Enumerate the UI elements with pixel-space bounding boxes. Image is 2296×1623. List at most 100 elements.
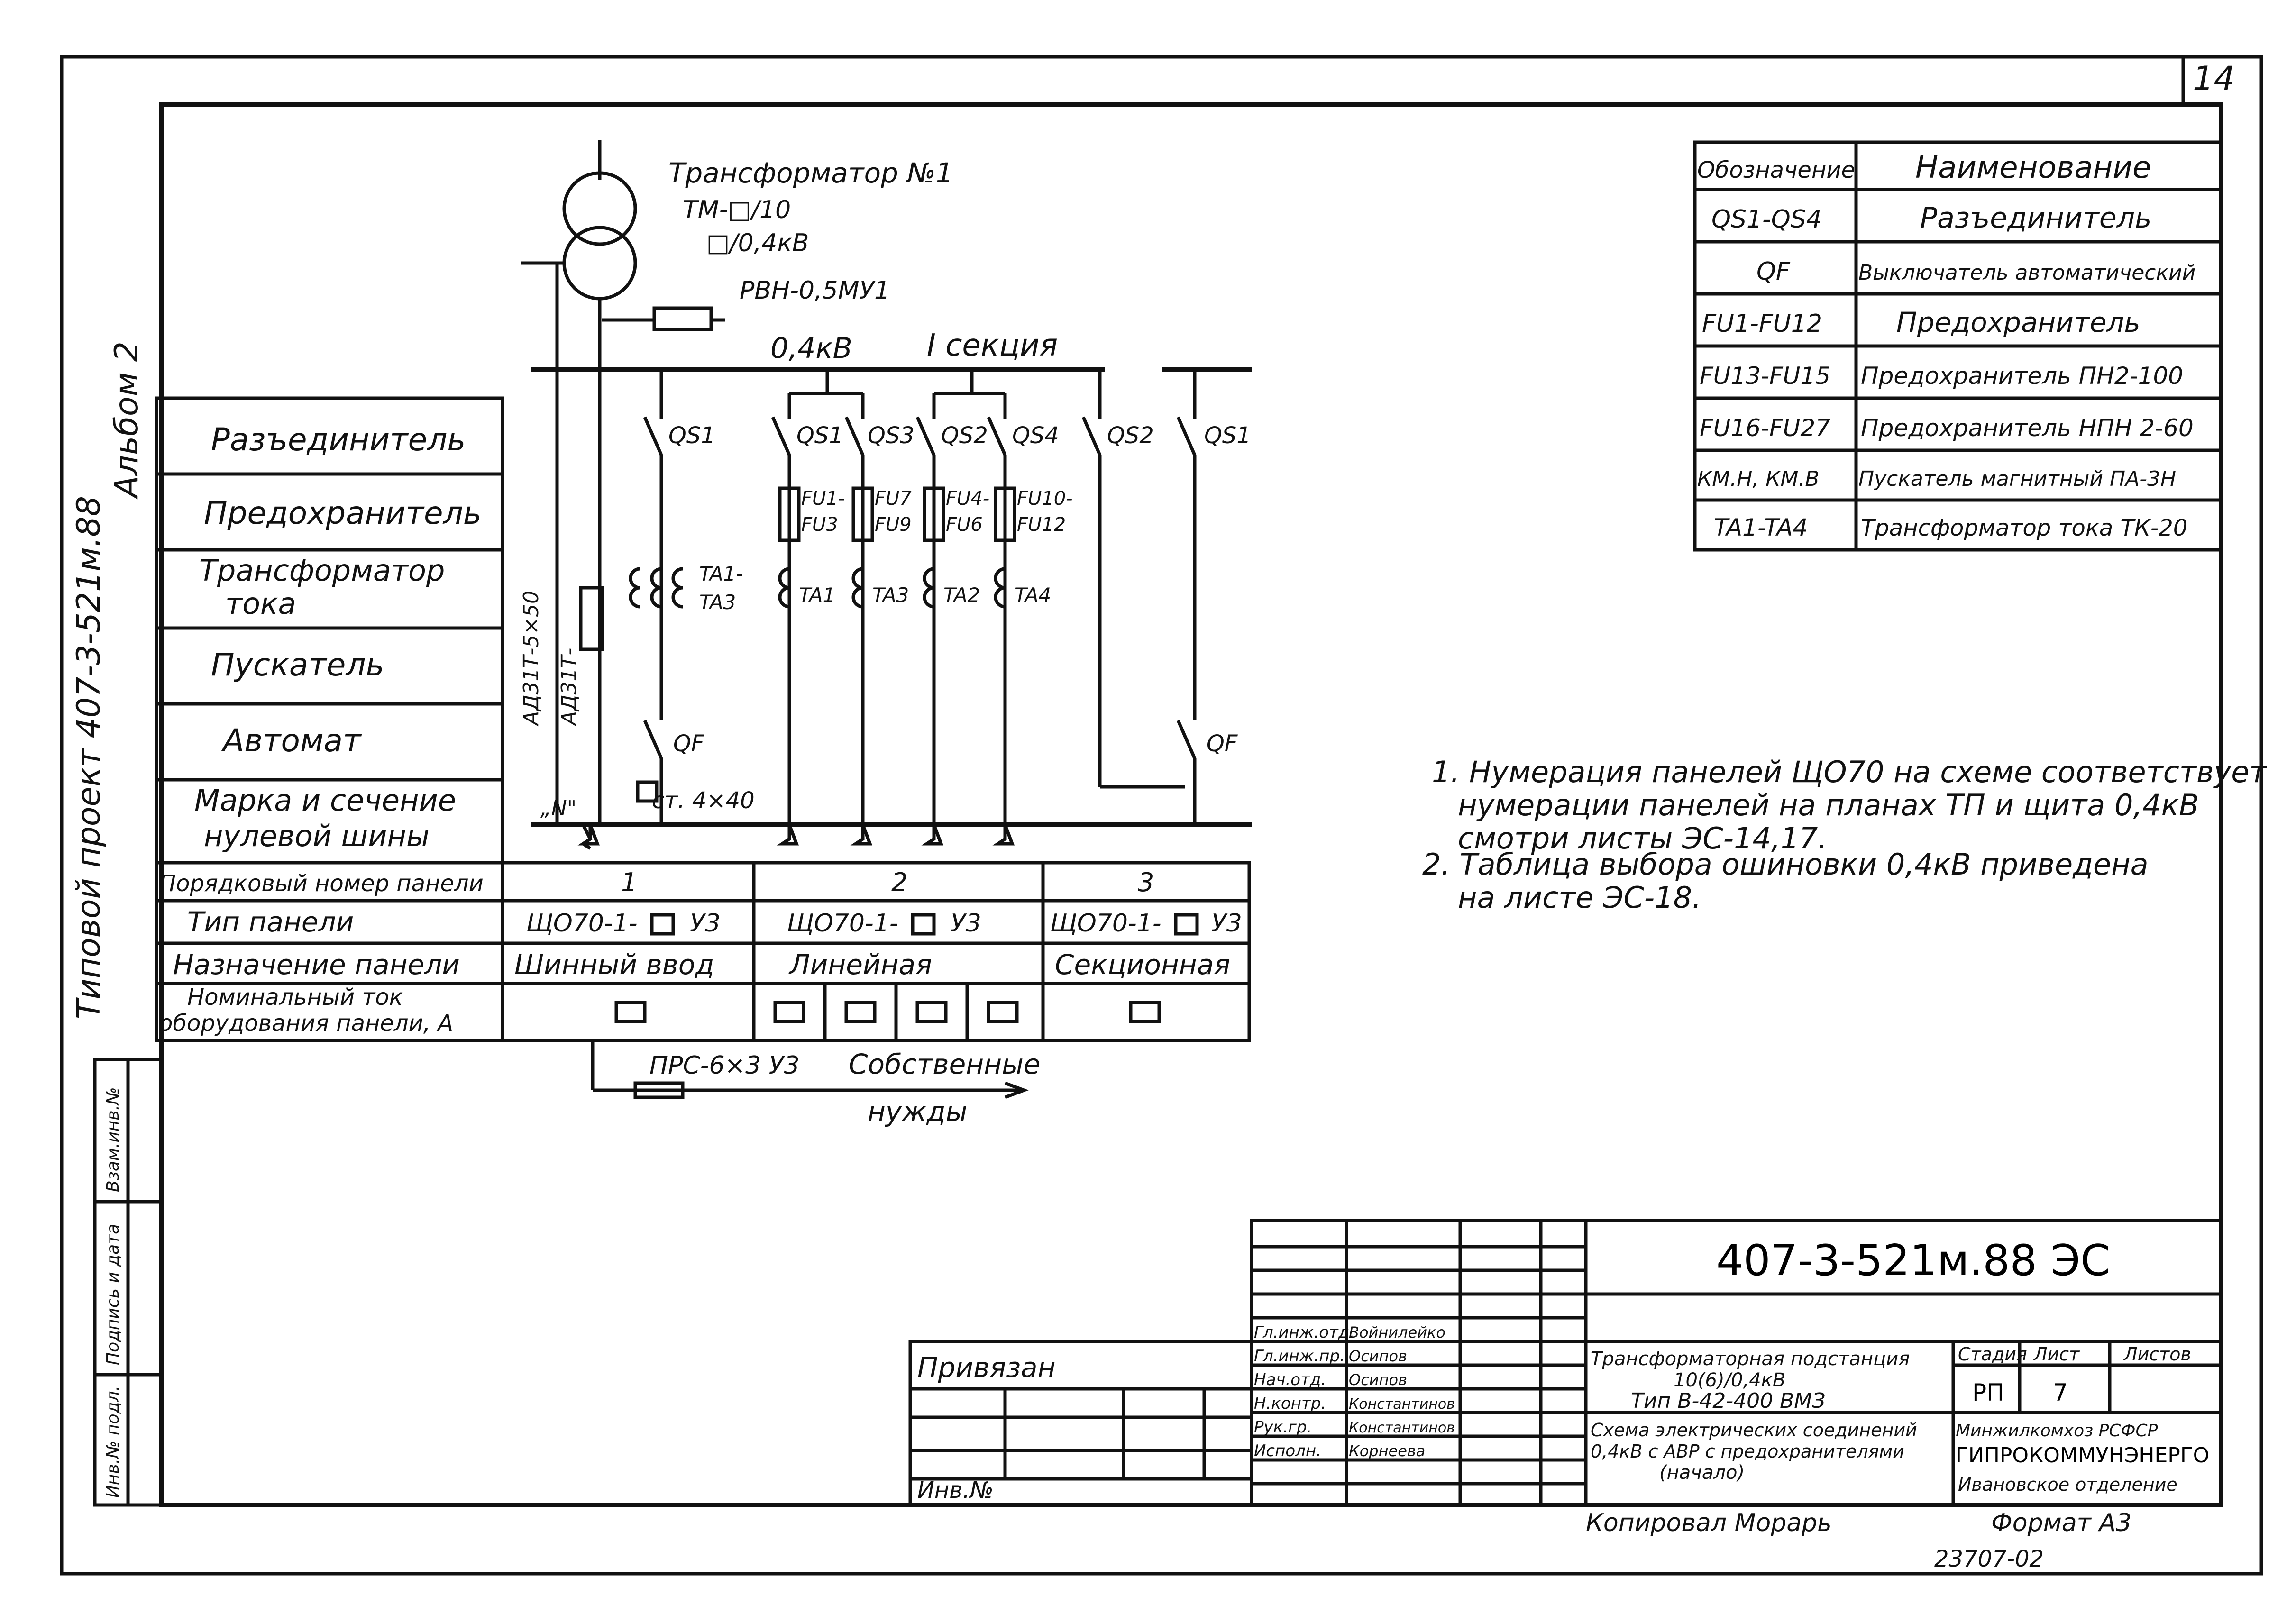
neutral-label: „N" (540, 796, 576, 821)
legend-code: QF (1756, 257, 1791, 286)
legend-code: FU1-FU12 (1702, 310, 1822, 338)
panel-purpose: Секционная (1055, 948, 1230, 981)
sheet-title-line: 0,4кВ с АВР с предохранителями (1591, 1441, 1904, 1462)
panel-row-current-1: Номинальный ток (187, 984, 403, 1011)
panel-row-purpose: Назначение панели (173, 948, 460, 981)
note-line: на листе ЭС-18. (1458, 880, 1701, 915)
role-label: Гл.инж.пр. (1254, 1347, 1345, 1366)
cable-label: АД31Т- (557, 648, 581, 727)
panel-number: 1 (621, 867, 637, 897)
switch-label: QS1 (668, 422, 715, 449)
staff-name: Константинов (1349, 1396, 1455, 1413)
fuse-label: FU6 (946, 514, 983, 536)
row-label-ct-1: Трансформатор (199, 553, 445, 588)
aux-label: нужды (868, 1095, 967, 1128)
bus-voltage: 0,4кВ (770, 332, 852, 365)
legend-code: TA1-TA4 (1714, 514, 1808, 541)
object-line: 10(6)/0,4кВ (1674, 1369, 1785, 1391)
breaker-label: QF (1207, 730, 1238, 757)
privyazan-label: Привязан (917, 1351, 1056, 1384)
panel-type: У3 (951, 909, 981, 938)
fuse-label: FU1- (801, 488, 845, 510)
switch-label: QS1 (1204, 422, 1251, 449)
legend-header: Обозначение (1697, 157, 1855, 183)
stamp-replaced: Взам.инв.№ (103, 1087, 123, 1192)
arrester-label: РВН-0,5МУ1 (740, 276, 890, 305)
role-label: Рук.гр. (1254, 1418, 1312, 1437)
panel-purpose: Шинный ввод (514, 948, 714, 981)
legend-name: Трансформатор тока ТК-20 (1861, 515, 2187, 541)
document-code: 407-3-521м.88 ЭС (1716, 1236, 2110, 1286)
bus-section: I секция (927, 328, 1058, 363)
copied-by: Копировал Морарь (1586, 1509, 1832, 1537)
busbar-label: ст. 4×40 (652, 787, 755, 814)
org-line: Ивановское отделение (1958, 1474, 2177, 1495)
fuse-label: FU7 (875, 488, 912, 510)
fuse-label: FU12 (1017, 514, 1066, 536)
switch-label: QS3 (868, 422, 915, 449)
switch-label: QS2 (941, 422, 988, 449)
ct-label: TA3 (872, 584, 909, 607)
note-line: нумерации панелей на планах ТП и щита 0,… (1458, 788, 2199, 822)
staff-name: Войнилейко (1349, 1323, 1445, 1341)
switch-label: QS2 (1107, 422, 1154, 449)
legend-name: Пускатель магнитный ПА-3Н (1858, 467, 2176, 491)
panel-purpose: Линейная (788, 948, 932, 981)
ct-label: TA3 (699, 591, 736, 614)
outer-frame (60, 55, 2263, 1576)
ct-label: TA2 (943, 584, 980, 607)
row-label-disconnector: Разъединитель (211, 421, 466, 458)
switch-label: QS1 (796, 422, 843, 449)
sheet-title-line: Схема электрических соединений (1591, 1420, 1917, 1441)
inv-label: Инв.№ (917, 1477, 994, 1504)
aux-cable: ПРС-6×3 У3 (649, 1051, 800, 1080)
switch-label: QS4 (1012, 422, 1059, 449)
sheet-number: 14 (2193, 59, 2235, 98)
stage-header: Листов (2123, 1344, 2191, 1365)
legend-code: FU16-FU27 (1700, 414, 1830, 442)
row-label-ct-2: тока (225, 586, 296, 621)
legend-name: Предохранитель НПН 2-60 (1861, 414, 2194, 442)
staff-name: Осипов (1349, 1371, 1407, 1389)
ct-label: TA4 (1015, 584, 1051, 607)
note-line: 1. Нумерация панелей ЩО70 на схеме соотв… (1432, 755, 2267, 789)
role-label: Нач.отд. (1254, 1370, 1326, 1389)
legend-code: QS1-QS4 (1711, 205, 1822, 234)
legend-code: КМ.Н, КМ.В (1697, 467, 1820, 491)
note-line: 2. Таблица выбора ошиновки 0,4кВ приведе… (1422, 847, 2149, 882)
role-label: Исполн. (1254, 1441, 1321, 1460)
legend-header: Наименование (1915, 150, 2151, 185)
ct-label: TA1 (799, 584, 835, 607)
panel-type: ЩО70-1- (526, 909, 638, 938)
stamp-inv: Инв.№ подл. (103, 1386, 123, 1498)
panel-table (155, 861, 1251, 1042)
legend-name: Выключатель автоматический (1858, 261, 2195, 285)
panel-type: У3 (1211, 909, 1242, 938)
panel-row-number: Порядковый номер панели (159, 870, 484, 897)
stage-header: Стадия (1958, 1344, 2027, 1365)
row-label-busbar-2: нулевой шины (204, 819, 430, 853)
legend-name: Предохранитель (1896, 306, 2140, 338)
fuse-label: FU3 (801, 514, 838, 536)
fuse-label: FU4- (946, 488, 989, 510)
object-line: Тип В-42-400 ВМЗ (1631, 1389, 1825, 1413)
org-line: Минжилкомхоз РСФСР (1956, 1421, 2158, 1441)
stage-value: РП (1972, 1379, 2004, 1406)
row-label-busbar-1: Марка и сечение (194, 783, 456, 818)
role-label: Н.контр. (1254, 1394, 1326, 1413)
panel-row-current-2: оборудования панели, А (159, 1010, 453, 1037)
sheet-title-line: (начало) (1659, 1462, 1745, 1484)
aux-label: Собственные (849, 1048, 1041, 1080)
ct-label: TA1- (699, 562, 743, 585)
archive-number: 23707-02 (1934, 1546, 2044, 1572)
staff-name: Осипов (1349, 1347, 1407, 1365)
legend-name: Предохранитель ПН2-100 (1861, 362, 2183, 390)
note-line: смотри листы ЭС-14,17. (1458, 821, 1827, 856)
staff-name: Константинов (1349, 1420, 1455, 1436)
object-line: Трансформаторная подстанция (1591, 1348, 1910, 1370)
panel-number: 2 (891, 867, 907, 897)
org-line: ГИПРОКОММУНЭНЕРГО (1956, 1443, 2209, 1468)
panel-type: ЩО70-1- (1050, 909, 1162, 938)
panel-row-type: Тип панели (187, 906, 354, 938)
